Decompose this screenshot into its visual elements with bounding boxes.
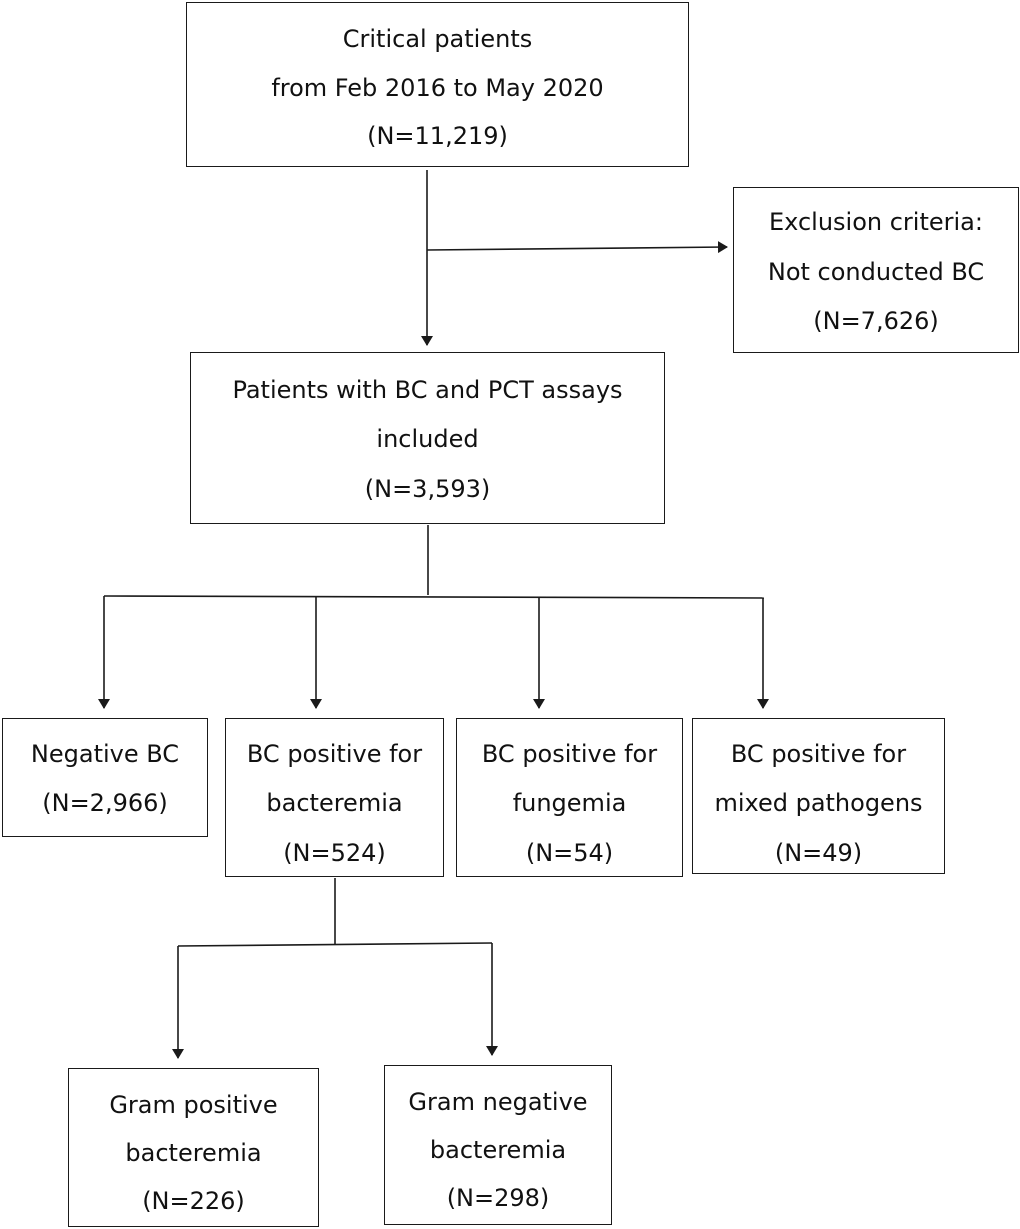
gram-negative-count: (N=298) (446, 1184, 550, 1212)
connector-gram-bar (177, 942, 493, 947)
included-title: Patients with BC and PCT assays (232, 376, 623, 404)
gram-positive-subtitle: bacteremia (125, 1139, 262, 1167)
exclusion-title: Exclusion criteria: (769, 208, 983, 236)
mixed-pathogens-box: BC positive for mixed pathogens (N=49) (692, 718, 945, 874)
negative-title: Negative BC (30, 740, 180, 768)
mixed-count: (N=49) (774, 839, 863, 867)
exclusion-count: (N=7,626) (813, 307, 939, 335)
gram-positive-count: (N=226) (142, 1187, 245, 1215)
mixed-title: BC positive for (730, 740, 907, 768)
fungemia-count: (N=54) (525, 839, 614, 867)
included-subtitle: included (376, 425, 479, 453)
exclusion-reason: Not conducted BC (767, 258, 985, 286)
gram-negative-title: Gram negative (408, 1088, 588, 1116)
gram-positive-box: Gram positive bacteremia (N=226) (68, 1068, 319, 1227)
gram-negative-subtitle: bacteremia (429, 1136, 567, 1164)
bacteremia-count: (N=524) (283, 839, 386, 867)
arrow-to-exclusion (426, 241, 728, 254)
gram-negative-box: Gram negative bacteremia (N=298) (384, 1065, 612, 1225)
bacteremia-subtitle: bacteremia (266, 789, 403, 817)
fungemia-subtitle: fungemia (512, 789, 627, 817)
bacteremia-box: BC positive for bacteremia (N=524) (225, 718, 444, 877)
exclusion-criteria-box: Exclusion criteria: Not conducted BC (N=… (733, 187, 1019, 353)
bacteremia-title: BC positive for (246, 740, 423, 768)
negative-bc-box: Negative BC (N=2,966) (2, 718, 208, 837)
fungemia-title: BC positive for (481, 740, 658, 768)
negative-count: (N=2,966) (42, 789, 168, 817)
critical-count: (N=11,219) (367, 122, 508, 150)
mixed-subtitle: mixed pathogens (714, 789, 923, 817)
included-patients-box: Patients with BC and PCT assays included… (190, 352, 665, 524)
included-count: (N=3,593) (364, 475, 491, 503)
critical-patients-box: Critical patients from Feb 2016 to May 2… (186, 2, 689, 167)
fungemia-box: BC positive for fungemia (N=54) (456, 718, 683, 877)
critical-period: from Feb 2016 to May 2020 (271, 74, 604, 102)
critical-title: Critical patients (342, 25, 533, 53)
connector-outcome-bar (103, 595, 765, 599)
gram-positive-title: Gram positive (109, 1091, 278, 1119)
